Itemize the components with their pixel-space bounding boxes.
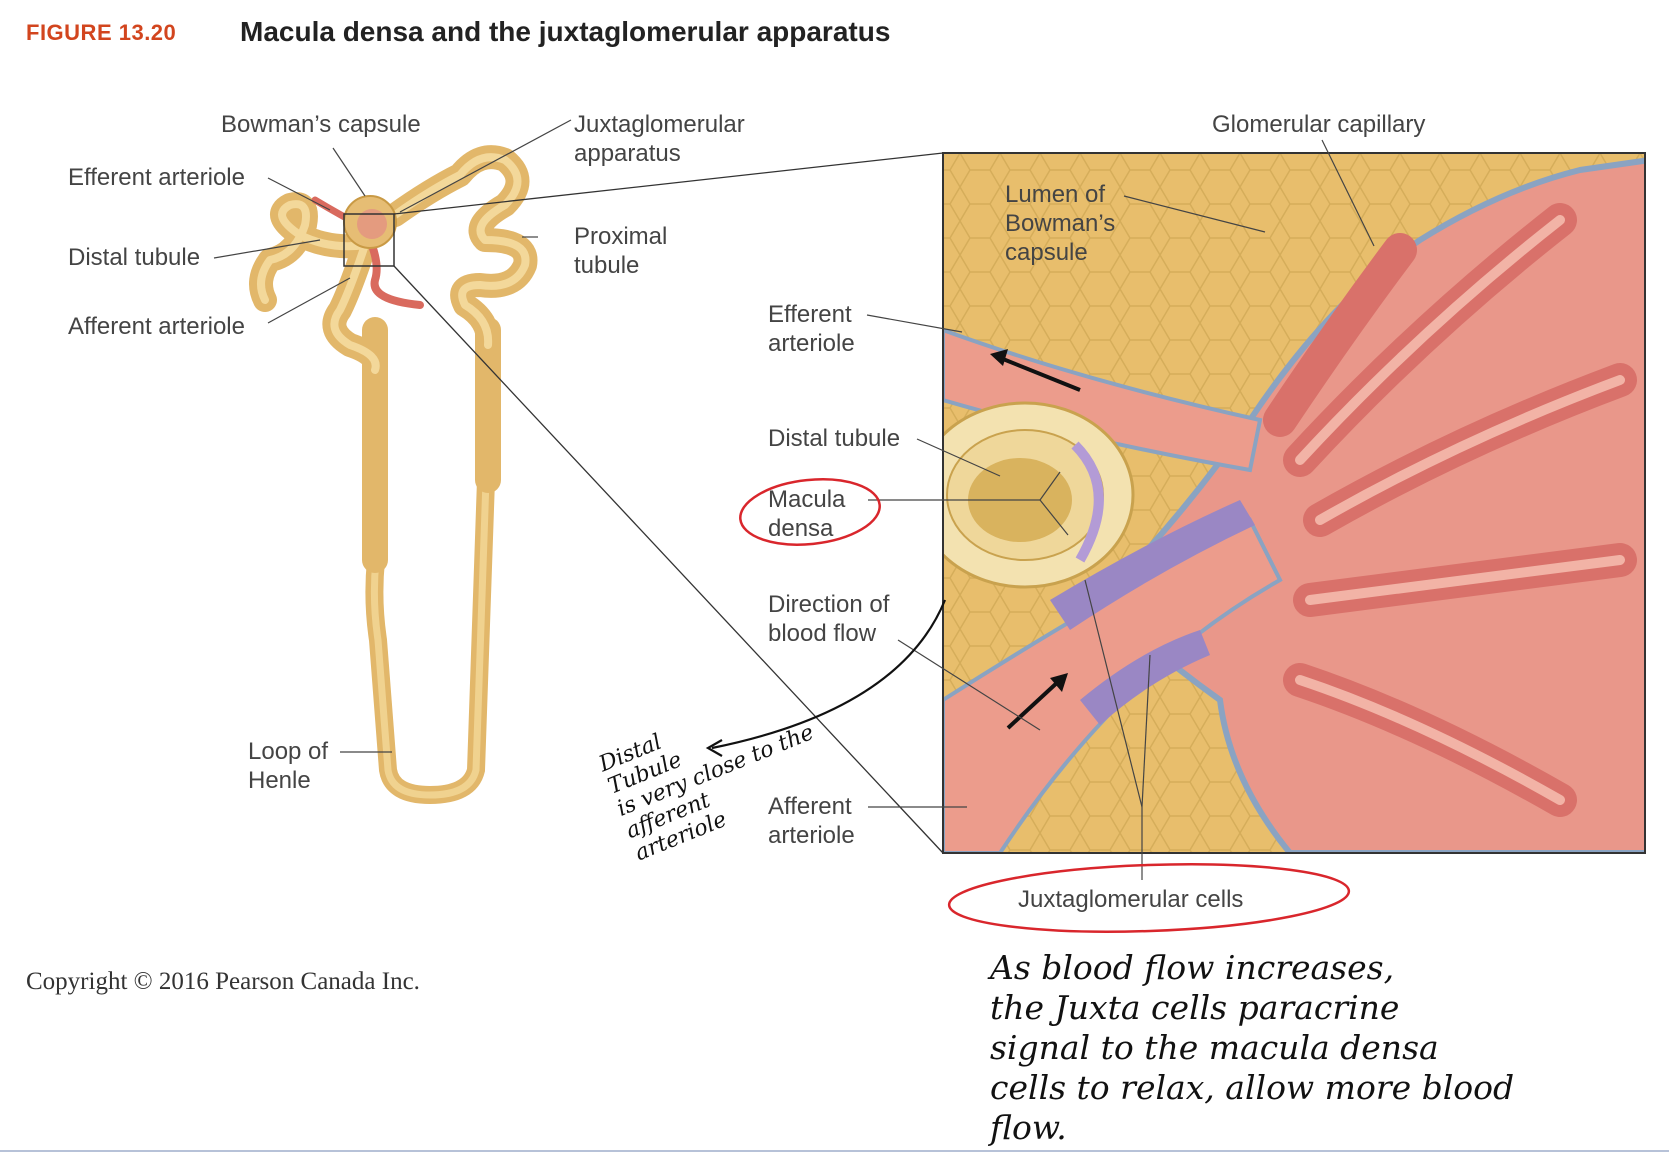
jg-apparatus-box — [343, 213, 395, 267]
handwritten-arrow — [711, 599, 947, 750]
label-detail-efferent-arteriole: Efferent arteriole — [768, 301, 855, 357]
label-efferent-arteriole: Efferent arteriole — [68, 164, 245, 191]
bottom-divider — [0, 1150, 1669, 1152]
figure-title: Macula densa and the juxtaglomerular app… — [240, 16, 891, 47]
afferent-arteriole-shape — [366, 236, 424, 309]
leader-lines — [213, 119, 1375, 880]
zoom-line-top — [393, 152, 944, 215]
label-macula-densa: Macula densa — [768, 486, 846, 542]
label-afferent-arteriole: Afferent arteriole — [68, 313, 245, 340]
jg-cells-circle — [947, 863, 1351, 933]
label-juxtaglomerular-cells: Juxtaglomerular cells — [1018, 886, 1244, 913]
juxtaglomerular-cells-shape — [1050, 500, 1255, 630]
detail-panel-border — [942, 152, 1646, 854]
arrow-afferent — [1006, 678, 1062, 730]
handwritten-bottom-note: As blood flow increases, the Juxta cells… — [990, 948, 1515, 1147]
label-detail-afferent-arteriole: Afferent arteriole — [768, 793, 855, 849]
label-proximal-tubule: Proximal tubule — [574, 223, 668, 279]
label-direction-of-blood-flow: Direction of blood flow — [768, 591, 890, 647]
label-jg-apparatus: Juxtaglomerular apparatus — [574, 111, 745, 167]
arrow-efferent — [997, 355, 1081, 392]
macula-densa-circle — [739, 478, 881, 546]
label-bowmans-capsule: Bowman’s capsule — [221, 111, 421, 138]
macula-densa-shape — [1071, 441, 1104, 563]
label-detail-distal-tubule: Distal tubule — [768, 425, 901, 452]
label-lumen-bowmans-capsule: Lumen of Bowman’s capsule — [1005, 181, 1116, 266]
figure-label: FIGURE 13.20 — [26, 20, 177, 45]
label-distal-tubule: Distal tubule — [68, 244, 201, 271]
detail-panel — [943, 153, 1645, 853]
proximal-tubule-shape — [383, 145, 538, 357]
detail-distal-tubule — [943, 401, 1135, 589]
label-loop-of-henle: Loop of Henle — [248, 738, 329, 794]
label-glomerular-capillary: Glomerular capillary — [1212, 111, 1426, 138]
zoom-line-bottom — [393, 265, 944, 854]
copyright-notice: Copyright © 2016 Pearson Canada Inc. — [26, 968, 420, 995]
nephron-illustration — [249, 145, 538, 805]
